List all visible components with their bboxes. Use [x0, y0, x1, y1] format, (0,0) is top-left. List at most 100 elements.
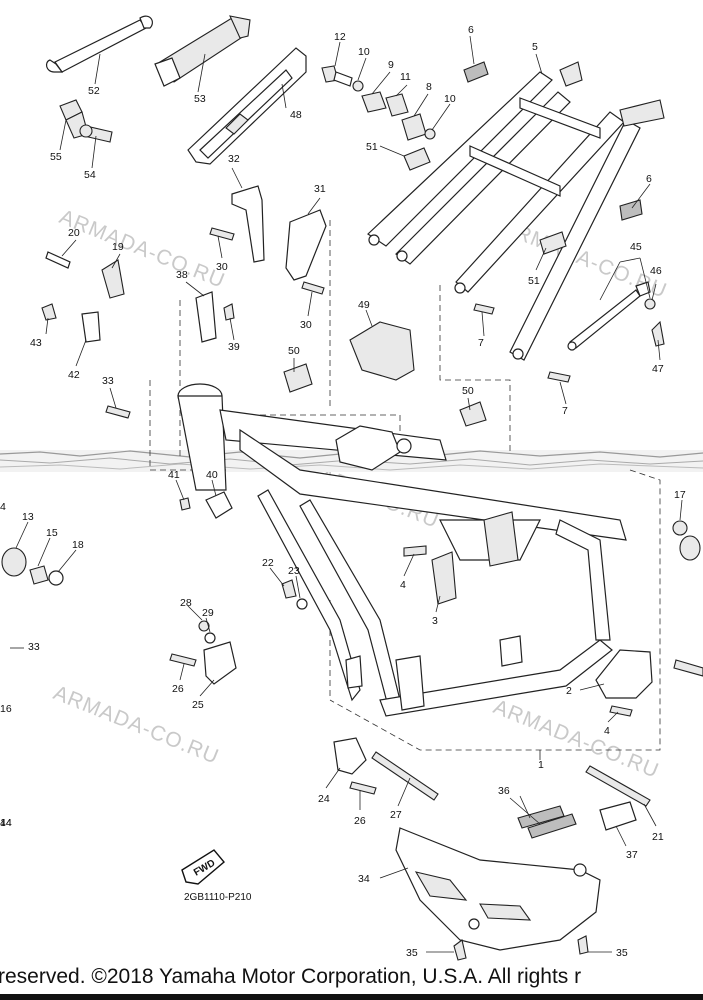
- clamp-40: [205, 491, 233, 519]
- bolt-35: [453, 939, 467, 961]
- bolt-7: [473, 303, 495, 315]
- callout-19: 19: [112, 241, 124, 253]
- washer-23: [296, 598, 308, 610]
- bracket-42: [81, 311, 101, 343]
- clip-20: [45, 251, 71, 269]
- label-sticker-6: [463, 61, 489, 83]
- callout-23: 23: [288, 565, 300, 577]
- callout-46: 46: [650, 265, 662, 277]
- callout-29: 29: [202, 607, 214, 619]
- callout-11: 11: [400, 71, 411, 83]
- collar-22: [281, 579, 297, 599]
- nut-46: [644, 298, 656, 310]
- spacer-stack: [321, 65, 436, 141]
- callout-39: 39: [228, 341, 240, 353]
- bottom-rule: [0, 994, 703, 1000]
- callout-45: 45: [630, 241, 642, 253]
- callout-37: 37: [626, 849, 638, 861]
- bracket-24: [333, 737, 367, 775]
- callout-2: 2: [566, 685, 572, 697]
- callout-44: 44: [0, 817, 12, 829]
- callout-8: 8: [426, 81, 432, 93]
- callout-22: 22: [262, 557, 274, 569]
- callout-4c: 4: [0, 501, 6, 513]
- callout-20: 20: [68, 227, 80, 239]
- damper-50: [283, 363, 313, 393]
- pad-36b: [527, 813, 577, 839]
- bolt-30: [209, 227, 235, 241]
- callout-55: 55: [50, 151, 62, 163]
- label-sticker-6b: [619, 199, 643, 221]
- bolt-26b: [349, 781, 377, 795]
- callout-36: 36: [498, 785, 510, 797]
- callout-4: 4: [400, 579, 406, 591]
- washer-29: [204, 632, 216, 644]
- callout-35b: 35: [616, 947, 628, 959]
- callout-49: 49: [358, 299, 370, 311]
- callout-5: 5: [532, 41, 538, 53]
- guard-49: [349, 321, 415, 381]
- callout-32: 32: [228, 153, 240, 165]
- bolt-35b: [577, 935, 589, 955]
- callout-27: 27: [390, 809, 402, 821]
- copyright-footer: reserved. ©2018 Yamaha Motor Corporation…: [0, 965, 582, 988]
- callout-51: 51: [366, 141, 378, 153]
- callout-26: 26: [172, 683, 184, 695]
- watermark-1: ARMADA-CO.RU: [56, 205, 228, 292]
- clip-38: [195, 291, 217, 343]
- callout-10b: 10: [444, 93, 456, 105]
- bolt-21: [585, 765, 651, 807]
- callout-48: 48: [290, 109, 302, 121]
- bolt-4: [403, 545, 427, 557]
- callout-33b: 33: [28, 641, 40, 653]
- callout-21: 21: [652, 831, 664, 843]
- callout-17: 17: [674, 489, 686, 501]
- callout-43: 43: [30, 337, 42, 349]
- callout-34: 34: [358, 873, 370, 885]
- nut-28: [198, 620, 210, 632]
- main-frame-1: [177, 383, 627, 717]
- callout-31: 31: [314, 183, 326, 195]
- watermark-5: ARMADA-CO.RU: [490, 695, 662, 782]
- bolt-33: [105, 405, 131, 419]
- bracket-32: [231, 185, 265, 263]
- callout-51b: 51: [528, 275, 540, 287]
- callout-14: 14: [0, 817, 12, 829]
- damper-50b: [459, 401, 487, 427]
- callout-3: 3: [432, 615, 438, 627]
- tool-bolt-54: [79, 124, 113, 143]
- callout-30: 30: [216, 261, 228, 273]
- callout-18: 18: [72, 539, 84, 551]
- leader-lines: [10, 35, 683, 953]
- diagram-code: 2GB1110-P210: [184, 892, 252, 903]
- callout-1: 1: [538, 759, 544, 771]
- screw-39: [223, 303, 235, 321]
- block-37: [599, 801, 637, 831]
- bolt-30b: [301, 281, 325, 295]
- subframe-5: [367, 61, 665, 361]
- callout-26b: 26: [354, 815, 366, 827]
- callout-50: 50: [288, 345, 300, 357]
- rod-45: [567, 281, 651, 351]
- callout-54: 54: [84, 169, 96, 181]
- callout-7: 7: [478, 337, 484, 349]
- bushing-16: [679, 535, 701, 561]
- screw-41: [179, 497, 191, 511]
- callout-41: 41: [168, 469, 180, 481]
- callout-12: 12: [334, 31, 346, 43]
- callout-6: 6: [468, 24, 474, 36]
- callout-53: 53: [194, 93, 206, 105]
- callout-4b: 4: [604, 725, 610, 737]
- callout-6b: 6: [646, 173, 652, 185]
- clamp-19: [101, 259, 125, 299]
- bracket-2: [595, 649, 653, 699]
- tool-socket-53: [154, 15, 251, 87]
- bolt-47: [651, 320, 665, 347]
- bracket-48: [187, 47, 307, 165]
- bolt-27: [371, 751, 439, 801]
- callout-47: 47: [652, 363, 664, 375]
- bolt-7b: [547, 371, 571, 383]
- bolt-14: [673, 659, 703, 677]
- callout-40: 40: [206, 469, 218, 481]
